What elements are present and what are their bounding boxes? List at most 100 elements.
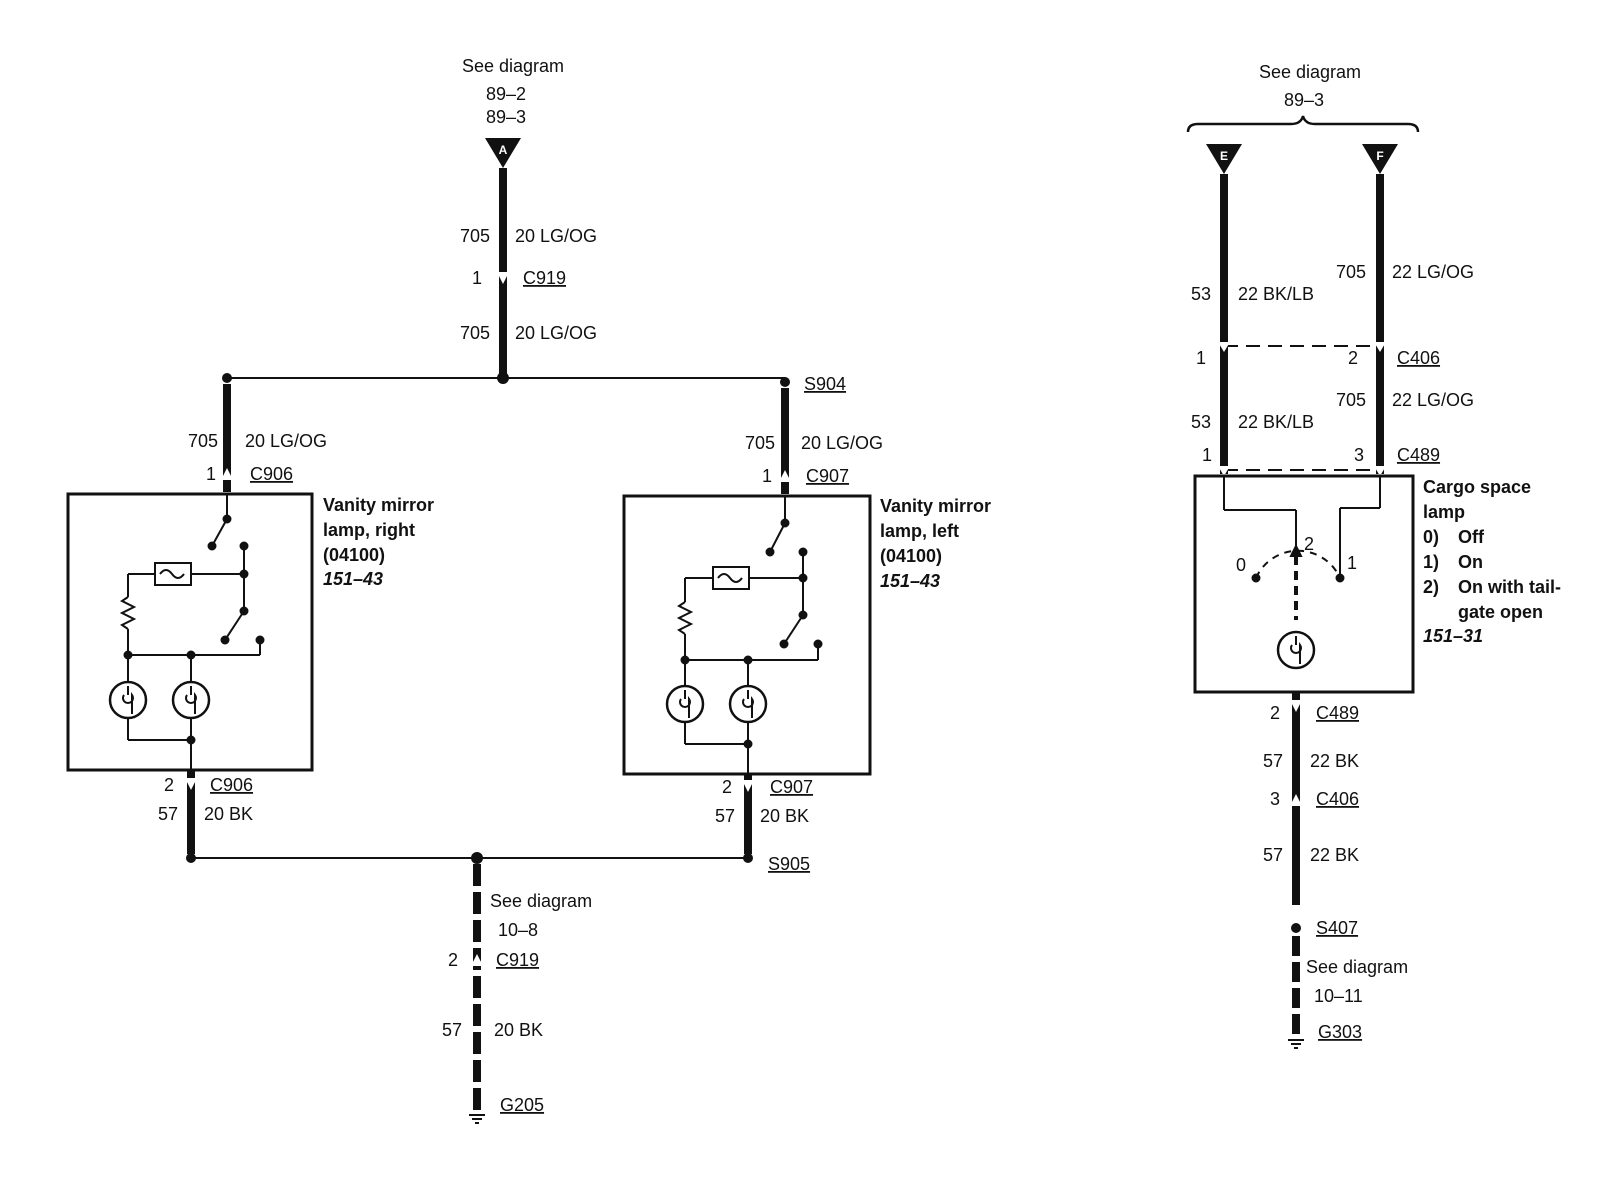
wire-spec: 20 LG/OG [515, 323, 597, 343]
diagram-ref: 10–11 [1314, 986, 1363, 1006]
component-title: Vanity mirror [323, 495, 434, 515]
ground-name: G205 [500, 1095, 544, 1115]
circuit-number: 57 [442, 1020, 462, 1040]
splice-name: S905 [768, 854, 810, 874]
circuit-number: 705 [745, 433, 775, 453]
circuit-number: 57 [715, 806, 735, 826]
connector-f-icon [1362, 144, 1398, 174]
splice-dot [497, 372, 509, 384]
component-ref: 151–31 [1423, 626, 1483, 646]
diagram-ref: 89–3 [1284, 90, 1324, 110]
wire-spec: 22 LG/OG [1392, 262, 1474, 282]
wire-spec: 22 BK [1310, 845, 1359, 865]
bulb-icon [1276, 630, 1316, 670]
splice-dot [780, 377, 790, 387]
wire-spec: 20 LG/OG [515, 226, 597, 246]
switch-position-label: On with tail- [1458, 577, 1561, 597]
connector-letter: F [1376, 149, 1383, 163]
splice-name: S407 [1316, 918, 1358, 938]
connector-name: C919 [496, 950, 539, 970]
circuit-number: 705 [460, 226, 490, 246]
splice-name: S904 [804, 374, 846, 394]
ground-icon [468, 1114, 486, 1124]
wire-spec: 20 LG/OG [245, 431, 327, 451]
circuit-number: 705 [1336, 390, 1366, 410]
switch-position-number: 2) [1423, 577, 1439, 597]
component-ref: 151–43 [880, 571, 940, 591]
connector-name: C489 [1397, 445, 1440, 465]
see-diagram-label: See diagram [490, 891, 592, 911]
see-diagram-label: See diagram [1259, 62, 1361, 82]
splice-dot [743, 853, 753, 863]
circuit-number: 705 [1336, 262, 1366, 282]
pin-number: 3 [1270, 789, 1280, 809]
pin-number: 3 [1354, 445, 1364, 465]
component-title: lamp, left [880, 521, 959, 541]
wire-spec: 20 BK [204, 804, 253, 824]
splice-dot [186, 853, 196, 863]
wire-spec: 20 BK [494, 1020, 543, 1040]
connector-e-icon [1206, 144, 1242, 174]
pin-arrow-icon [1374, 466, 1386, 476]
bulb-icon [171, 680, 211, 720]
pin-arrow-icon [1374, 342, 1386, 352]
connector-name: C919 [523, 268, 566, 288]
pin-number: 1 [762, 466, 772, 486]
circuit-number: 57 [1263, 845, 1283, 865]
pin-arrow-icon [185, 778, 197, 790]
switch-position-number: 0 [1236, 555, 1246, 575]
component-title: Vanity mirror [880, 496, 991, 516]
pin-number: 2 [722, 777, 732, 797]
pin-number: 2 [1348, 348, 1358, 368]
wire-spec: 20 LG/OG [801, 433, 883, 453]
pin-arrow-icon [497, 272, 509, 284]
switch-icon [119, 494, 265, 770]
splice-dot [471, 852, 483, 864]
pin-arrow-icon [221, 468, 233, 480]
component-title: lamp [1423, 502, 1465, 522]
pin-arrow-icon [742, 780, 754, 792]
connector-a-icon [485, 138, 521, 168]
pin-arrow-icon [1290, 794, 1302, 806]
diagram-ref: 10–8 [498, 920, 538, 940]
switch-position-number: 0) [1423, 527, 1439, 547]
switch-position-number: 2 [1304, 534, 1314, 554]
circuit-number: 53 [1191, 284, 1211, 304]
pin-arrow-icon [1218, 342, 1230, 352]
connector-letter: E [1220, 149, 1228, 163]
connector-name: C906 [210, 775, 253, 795]
pin-number: 2 [1270, 703, 1280, 723]
connector-name: C406 [1397, 348, 1440, 368]
splice-dot [222, 373, 232, 383]
switch-position-label: On [1458, 552, 1483, 572]
pin-number: 2 [448, 950, 458, 970]
diagram-ref: 89–2 [486, 84, 526, 104]
circuit-number: 705 [460, 323, 490, 343]
pin-number: 1 [1202, 445, 1212, 465]
ground-name: G303 [1318, 1022, 1362, 1042]
component-title: lamp, right [323, 520, 415, 540]
see-diagram-label: See diagram [1306, 957, 1408, 977]
wire-spec: 22 BK/LB [1238, 412, 1314, 432]
cargo-lamp-box [1193, 474, 1415, 694]
pin-arrow-icon [779, 470, 791, 482]
circuit-number: 705 [188, 431, 218, 451]
see-diagram-label: See diagram [462, 56, 564, 76]
pin-number: 1 [1196, 348, 1206, 368]
wire-spec: 22 BK/LB [1238, 284, 1314, 304]
wire-spec: 20 BK [760, 806, 809, 826]
component-code: (04100) [880, 546, 942, 566]
bulb-icon [108, 680, 148, 720]
pin-arrow-icon [1218, 466, 1230, 476]
ground-icon [1287, 1039, 1305, 1049]
diagram-ref: 89–3 [486, 107, 526, 127]
brace-icon [1186, 115, 1420, 133]
connector-name: C489 [1316, 703, 1359, 723]
wire-spec: 22 BK [1310, 751, 1359, 771]
circuit-number: 57 [1263, 751, 1283, 771]
connector-letter: A [499, 143, 508, 157]
connector-name: C906 [250, 464, 293, 484]
circuit-number: 57 [158, 804, 178, 824]
wire-spec: 22 LG/OG [1392, 390, 1474, 410]
